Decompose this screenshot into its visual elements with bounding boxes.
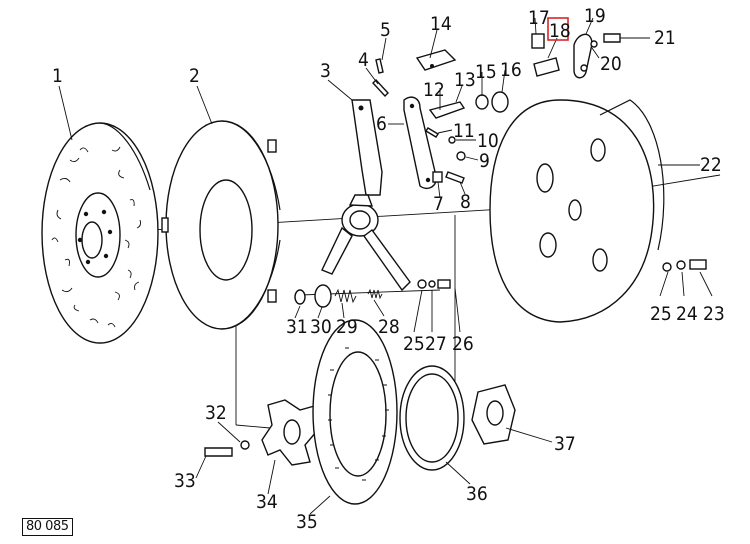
hardware-19-21: [573, 33, 621, 79]
part-label-13: 13: [454, 69, 476, 91]
pressure-plate: [161, 120, 281, 330]
part-label-24: 24: [676, 303, 698, 325]
part-label-32: 32: [205, 402, 227, 424]
part-label-6: 6: [376, 113, 387, 135]
part-label-36: 36: [466, 483, 488, 505]
part-label-28: 28: [378, 316, 400, 338]
part-label-37: 37: [554, 433, 576, 455]
part-label-10: 10: [477, 130, 499, 152]
springs-26-31: [294, 279, 451, 308]
part-label-19: 19: [584, 5, 606, 27]
part-label-29: 29: [336, 316, 358, 338]
friction-disc: [41, 122, 159, 344]
part-label-4: 4: [358, 49, 369, 71]
part-label-21: 21: [654, 27, 676, 49]
part-label-1: 1: [52, 65, 63, 87]
part-label-30: 30: [310, 316, 332, 338]
part-label-17: 17: [528, 7, 550, 29]
part-label-8: 8: [460, 191, 471, 213]
part-label-26: 26: [452, 333, 474, 355]
part-label-25: 25: [650, 303, 672, 325]
part-label-2: 2: [189, 65, 200, 87]
forks-12-14: [415, 49, 466, 119]
part-label-18: 18: [549, 20, 571, 42]
release-lever-assembly: [321, 99, 411, 292]
part-label-20: 20: [600, 53, 622, 75]
hardware-15-18: [475, 33, 560, 113]
part-label-11: 11: [453, 120, 475, 142]
part-label-5: 5: [380, 19, 391, 41]
highlight-box-18: [547, 17, 569, 41]
clutch-disc-35: [312, 319, 398, 505]
part-label-22: 22: [700, 154, 722, 176]
fasteners-7-11: [425, 127, 466, 184]
part-label-35: 35: [296, 511, 318, 533]
hardware-23-25: [662, 259, 707, 272]
document-code: 80 085: [22, 518, 73, 536]
part-label-3: 3: [320, 60, 331, 82]
part-label-7: 7: [433, 193, 444, 215]
housing-cover: [489, 99, 665, 323]
part-label-27: 27: [425, 333, 447, 355]
part-label-33: 33: [174, 470, 196, 492]
part-label-31: 31: [286, 316, 308, 338]
part-label-9: 9: [479, 150, 490, 172]
part-label-23: 23: [703, 303, 725, 325]
part-label-14: 14: [430, 13, 452, 35]
hub-32-34: [204, 399, 323, 466]
part-label-15: 15: [475, 61, 497, 83]
part-label-25b: 25: [403, 333, 425, 355]
pins-4-5: [372, 58, 389, 98]
part-label-34: 34: [256, 491, 278, 513]
part-label-16: 16: [500, 59, 522, 81]
leader-lines: [58, 17, 713, 515]
release-bearing-37: [471, 384, 516, 445]
friction-ring-36: [399, 365, 465, 471]
part-labels: 1 2 3 4 5 6 7 8 9 10 11 12 13 14 15 16 1…: [52, 5, 725, 533]
part-label-12: 12: [423, 79, 445, 101]
